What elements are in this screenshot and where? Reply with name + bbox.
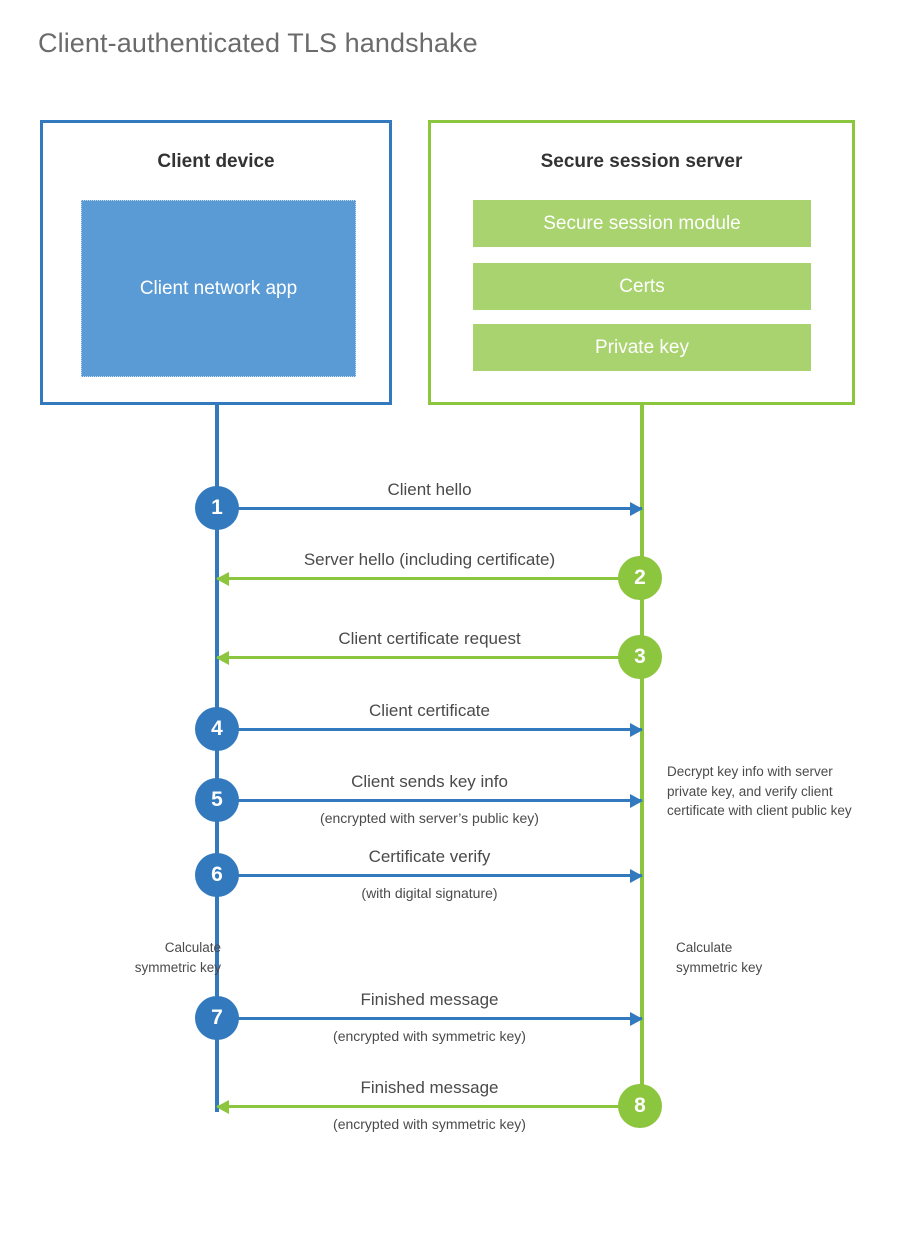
arrowhead-icon-2 <box>216 572 229 586</box>
step-number-badge-1: 1 <box>195 486 239 530</box>
arrowhead-icon-3 <box>216 651 229 665</box>
message-arrow-2 <box>216 572 642 586</box>
message-arrow-8 <box>216 1100 642 1114</box>
server-component-secure-session-module: Secure session module <box>473 200 811 247</box>
note-calculate-symmetric-key-server: Calculate symmetric key <box>676 940 763 975</box>
server-component-private-key: Private key <box>473 324 811 371</box>
message-sublabel-5: (encrypted with server’s public key) <box>320 810 539 826</box>
message-label-8: Finished message <box>360 1078 499 1097</box>
message-sublabel-6: (with digital signature) <box>361 885 498 901</box>
message-arrow-4 <box>217 723 643 737</box>
page-title: Client-authenticated TLS handshake <box>38 28 478 58</box>
message-label-2: Server hello (including certificate) <box>303 550 556 569</box>
message-label-5: Client sends key info <box>351 772 508 791</box>
secure-session-server-box: Secure session server Secure session mod… <box>428 120 855 405</box>
message-label-3: Client certificate request <box>338 629 521 648</box>
message-label-6: Certificate verify <box>368 847 491 866</box>
step-number-badge-5: 5 <box>195 778 239 822</box>
message-label-1: Client hello <box>387 480 472 499</box>
message-sublabel-7: (encrypted with symmetric key) <box>333 1028 526 1044</box>
message-label-7: Finished message <box>360 990 499 1009</box>
server-lifeline <box>640 403 644 1106</box>
message-arrow-6 <box>217 869 643 883</box>
step-number-badge-7: 7 <box>195 996 239 1040</box>
arrowhead-icon-5 <box>630 794 643 808</box>
client-lifeline <box>215 403 219 1112</box>
note-calculate-symmetric-key-client: Calculate symmetric key <box>134 940 221 975</box>
message-label-4: Client certificate <box>369 701 490 720</box>
arrowhead-icon-7 <box>630 1012 643 1026</box>
arrowhead-icon-1 <box>630 502 643 516</box>
client-network-app-block: Client network app <box>81 200 356 377</box>
message-arrow-3 <box>216 651 642 665</box>
secure-session-server-title: Secure session server <box>540 151 743 172</box>
step-number-badge-3: 3 <box>618 635 662 679</box>
arrowhead-icon-6 <box>630 869 643 883</box>
message-arrow-5 <box>217 794 643 808</box>
message-arrow-7 <box>217 1012 643 1026</box>
step-number-badge-4: 4 <box>195 707 239 751</box>
client-device-box: Client device Client network app <box>40 120 392 405</box>
step-number-badge-8: 8 <box>618 1084 662 1128</box>
step-number-badge-6: 6 <box>195 853 239 897</box>
client-device-title: Client device <box>157 151 275 172</box>
message-sublabel-8: (encrypted with symmetric key) <box>333 1116 526 1132</box>
server-component-certs: Certs <box>473 263 811 310</box>
step-number-badge-2: 2 <box>618 556 662 600</box>
note-decrypt-and-verify: Decrypt key info with server private key… <box>667 764 852 819</box>
message-arrow-1 <box>217 502 643 516</box>
arrowhead-icon-8 <box>216 1100 229 1114</box>
arrowhead-icon-4 <box>630 723 643 737</box>
